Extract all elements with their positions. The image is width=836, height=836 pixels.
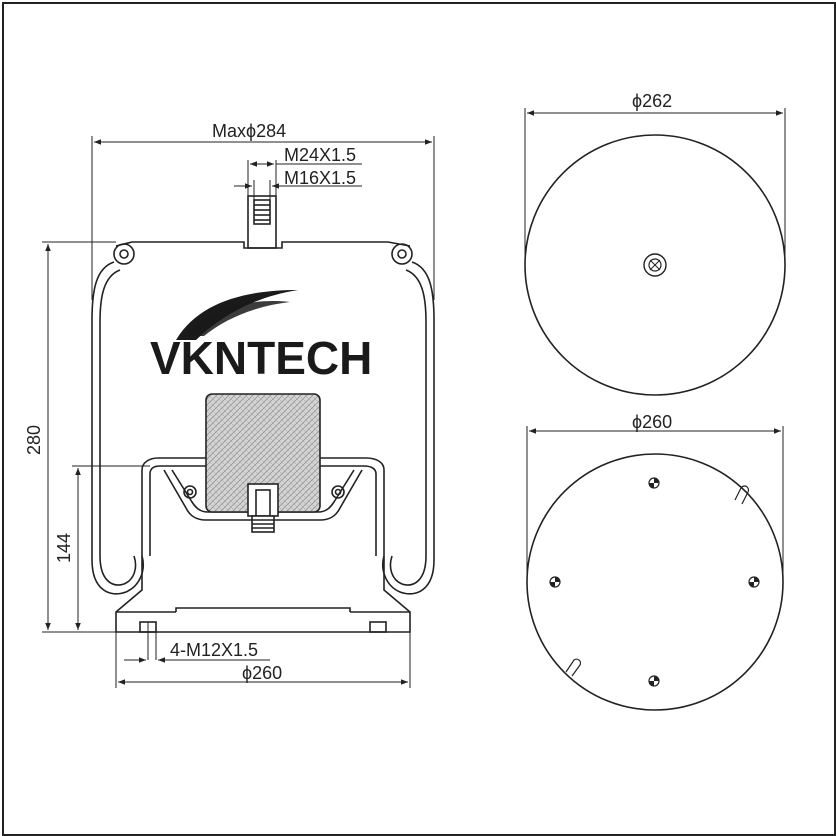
right-bead — [391, 243, 413, 265]
top-plate — [115, 241, 411, 249]
bottom-plate-circle — [526, 453, 784, 711]
top-view — [524, 108, 786, 396]
bottom-view-diameter-label: ϕ260 — [632, 412, 672, 432]
bellows-left-outer — [91, 261, 144, 595]
height-label: 280 — [24, 425, 44, 455]
left-bead — [113, 243, 135, 265]
side-dimensions — [42, 136, 435, 688]
bottom-diameter-label: ϕ260 — [242, 663, 282, 683]
top-stud — [247, 195, 277, 249]
inner-thread-label: M16X1.5 — [284, 168, 356, 188]
mounting-hole-icon — [549, 477, 760, 687]
top-diameter-label: ϕ262 — [632, 91, 672, 111]
top-thread-label: M24X1.5 — [284, 145, 356, 165]
max-diameter-label: Maxϕ284 — [212, 121, 286, 141]
bottom-thread-label: 4-M12X1.5 — [170, 640, 258, 660]
brand-logo: VKNTECH — [150, 290, 372, 384]
bottom-view — [526, 426, 784, 711]
center-nut — [247, 483, 279, 533]
side-view — [91, 195, 435, 660]
slot-upper — [734, 485, 750, 505]
piston-base — [115, 556, 411, 633]
slot-lower — [565, 658, 582, 677]
piston-height-label: 144 — [54, 533, 74, 563]
logo-text: VKNTECH — [150, 332, 372, 384]
bellows-right-outer — [382, 261, 435, 595]
side-dimension-labels: Maxϕ284 M24X1.5 M16X1.5 280 144 4-M12X1.… — [24, 121, 356, 683]
center-stud-icon — [643, 253, 667, 277]
